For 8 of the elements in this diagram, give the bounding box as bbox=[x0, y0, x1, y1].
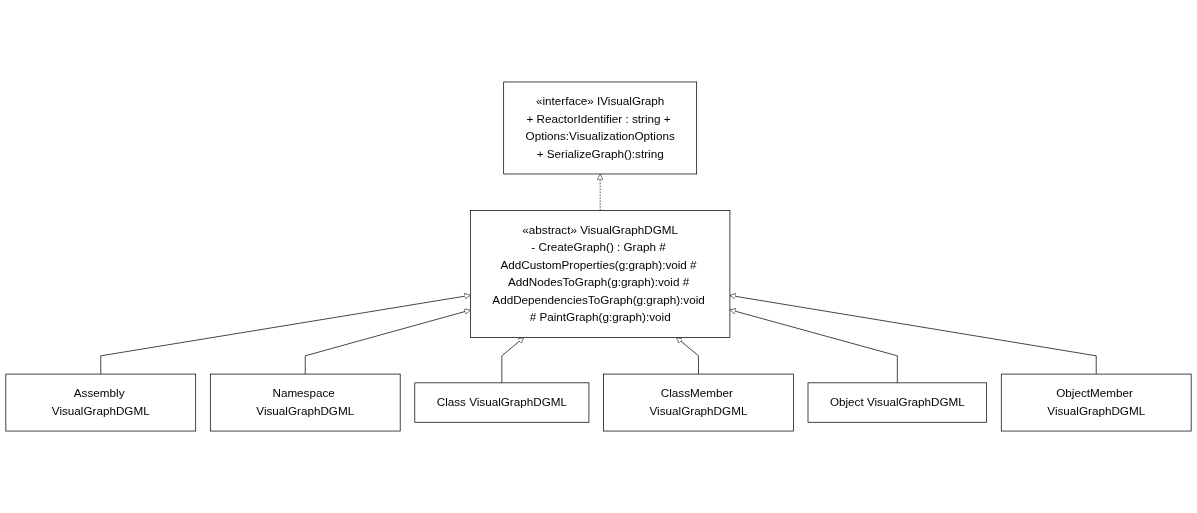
node-box: Assembly VisualGraphDGML bbox=[5, 373, 197, 432]
node-box: «interface» IVisualGraph + ReactorIdentifier : string + Options:VisualizationOptions + SerializeGraph():string bbox=[503, 81, 697, 175]
node-box: Namespace VisualGraphDGML bbox=[209, 373, 401, 432]
node-box: «abstract» VisualGraphDGML - CreateGraph() : Graph # AddCustomProperties(g:graph):void # AddNodesToGraph(g:graph):void # AddDependenciesToGraph(g:graph):void # PaintGraph(g:graph):void bbox=[470, 210, 731, 338]
node-box: ClassMember VisualGraphDGML bbox=[603, 373, 794, 432]
node-box: ObjectMember VisualGraphDGML bbox=[1000, 373, 1192, 432]
node-box: Class VisualGraphDGML bbox=[414, 382, 590, 423]
node-box: Object VisualGraphDGML bbox=[807, 382, 988, 423]
